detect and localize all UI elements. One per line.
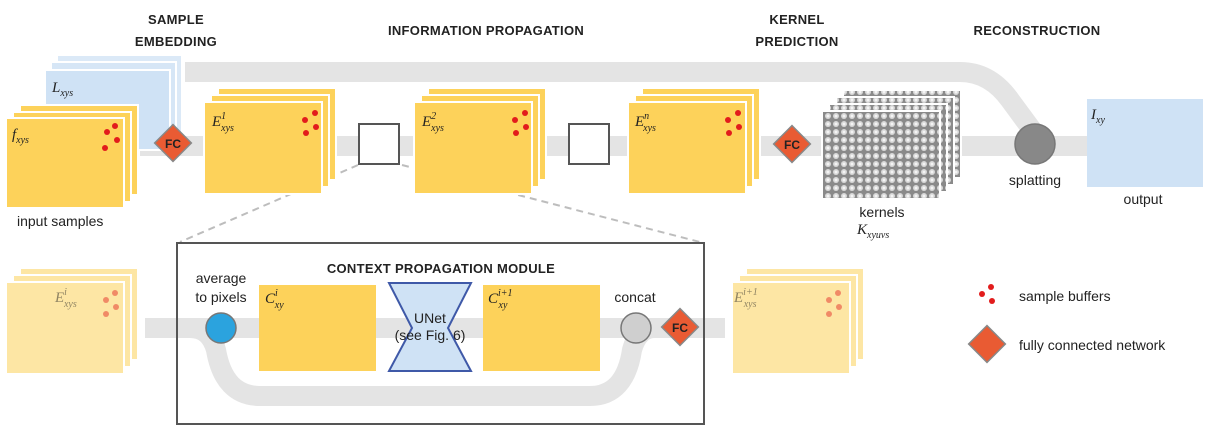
header-reconstruction: RECONSTRUCTION [974,23,1101,38]
header-kernel-prediction-2: PREDICTION [755,34,838,49]
header-information-propagation: INFORMATION PROPAGATION [388,23,584,38]
fc-node-kernel: FC [772,124,812,164]
context-propagation-module-frame [176,242,705,425]
sample-buffers-icon [302,110,319,136]
unet-label-2: (see Fig. 6) [395,327,466,343]
svg-text:FC: FC [784,138,800,152]
unet-shape [387,282,473,372]
average-label-2: to pixels [195,289,246,305]
input-stack [5,104,139,209]
sample-buffers-icon [826,290,842,317]
output-label: output [1124,191,1163,207]
en-stack [627,87,761,195]
context-module-node-2 [568,123,610,165]
legend-sample-buffers: sample buffers [1019,288,1111,304]
sample-buffers-icon [725,110,742,136]
input-samples-label-math: fxys [12,127,29,146]
unet-label-1: UNet [414,310,446,326]
concat-node [620,312,652,344]
splatting-node [1014,123,1056,165]
output-image [1087,99,1203,187]
kernels-label: kernels [859,204,904,220]
concat-label: concat [614,289,655,305]
header-sample-embedding-1: SAMPLE [148,12,204,27]
module-title: CONTEXT PROPAGATION MODULE [327,261,555,276]
ci1-block [483,285,600,371]
svg-text:FC: FC [165,137,181,151]
svg-text:FC: FC [672,321,688,335]
legend-fc-icon [967,324,1007,364]
fc-node-embedding: FC [153,123,193,163]
e2-stack [413,87,547,195]
e1-stack [203,87,337,195]
kernels-math: Kxyuvs [856,222,889,241]
ei-stack-faded [5,267,139,375]
header-kernel-prediction-1: KERNEL [769,12,824,27]
output-math: Ixy [1090,107,1105,126]
ei1-stack-faded [731,267,865,375]
average-label-1: average [196,270,247,286]
legend-fully-connected: fully connected network [1019,337,1166,353]
radiance-label: Lxys [51,80,73,99]
splatting-label: splatting [1009,172,1061,188]
sample-buffers-icon [512,110,529,136]
context-module-node-1 [358,123,400,165]
fc-node-module: FC [660,307,700,347]
kernels-stack [821,89,962,200]
header-sample-embedding-2: EMBEDDING [135,34,217,49]
input-samples-label: input samples [17,213,103,229]
ci-block [259,285,376,371]
sample-buffers-icon [102,123,120,151]
average-node [205,312,237,344]
sample-buffers-icon [103,290,119,317]
legend-sample-buffers-icon [979,284,995,304]
